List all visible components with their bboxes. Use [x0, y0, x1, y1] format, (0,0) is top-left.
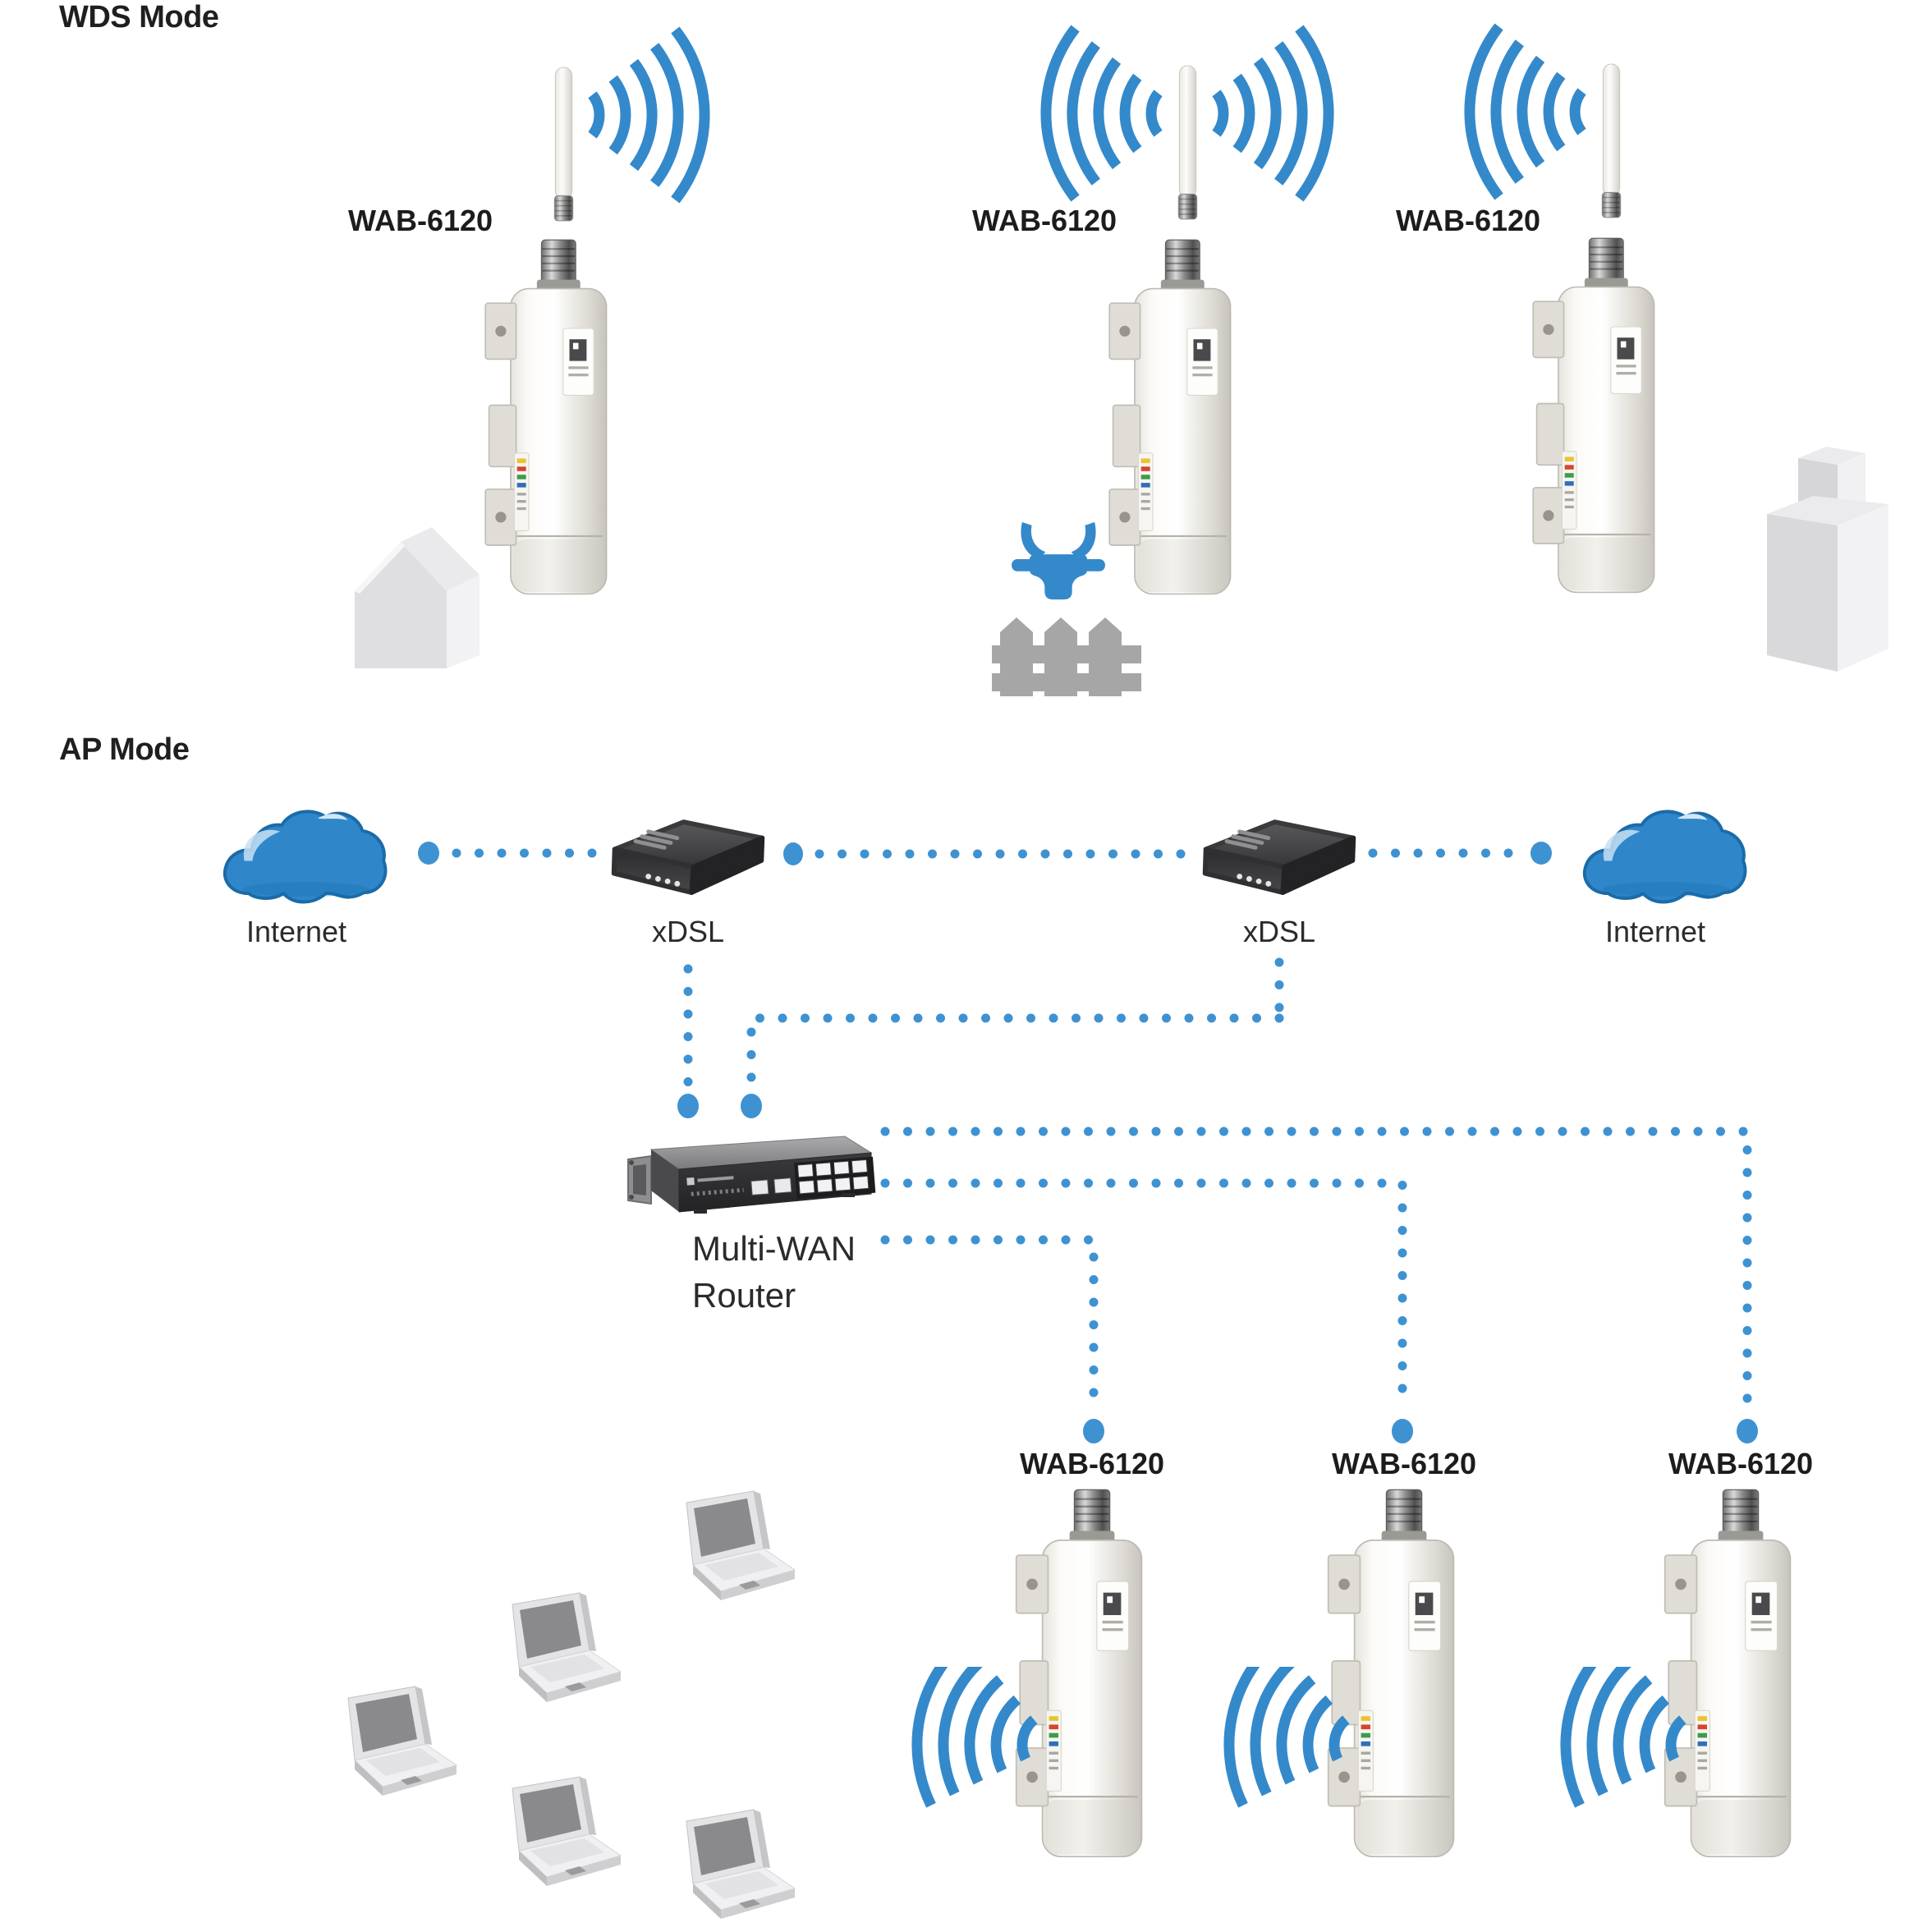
wifi-waves-down-left-icon: [903, 1667, 1043, 1864]
wifi-waves-down-left-icon: [1552, 1667, 1691, 1864]
xdsl-left-label: xDSL: [651, 915, 725, 948]
laptop-icon: [686, 1490, 796, 1601]
wifi-waves-down-left-icon: [1215, 1667, 1355, 1864]
router-label-line1: Multi-WAN: [692, 1229, 856, 1268]
laptop-icon: [512, 1776, 622, 1887]
wds-mode-title: WDS Mode: [59, 0, 219, 34]
laptop-icon: [512, 1592, 622, 1703]
ap-mode-ap1-label: WAB-6120: [1019, 1447, 1165, 1480]
internet-right-label: Internet: [1604, 915, 1706, 948]
laptop-icon: [686, 1809, 796, 1920]
wds-ap2-label: WAB-6120: [971, 204, 1117, 237]
ap-mode-ap2-label: WAB-6120: [1331, 1447, 1477, 1480]
wds-ap3-label: WAB-6120: [1395, 204, 1541, 237]
laptop-icon: [347, 1686, 457, 1797]
ap-mode-ap3-label: WAB-6120: [1668, 1447, 1814, 1480]
xdsl-right-label: xDSL: [1242, 915, 1316, 948]
ap-mode-title: AP Mode: [59, 732, 190, 767]
router-label-line2: Router: [692, 1276, 796, 1315]
wds-ap1-label: WAB-6120: [347, 204, 493, 237]
internet-left-label: Internet: [246, 915, 347, 948]
router-label: Multi-WAN Router: [692, 1225, 856, 1319]
